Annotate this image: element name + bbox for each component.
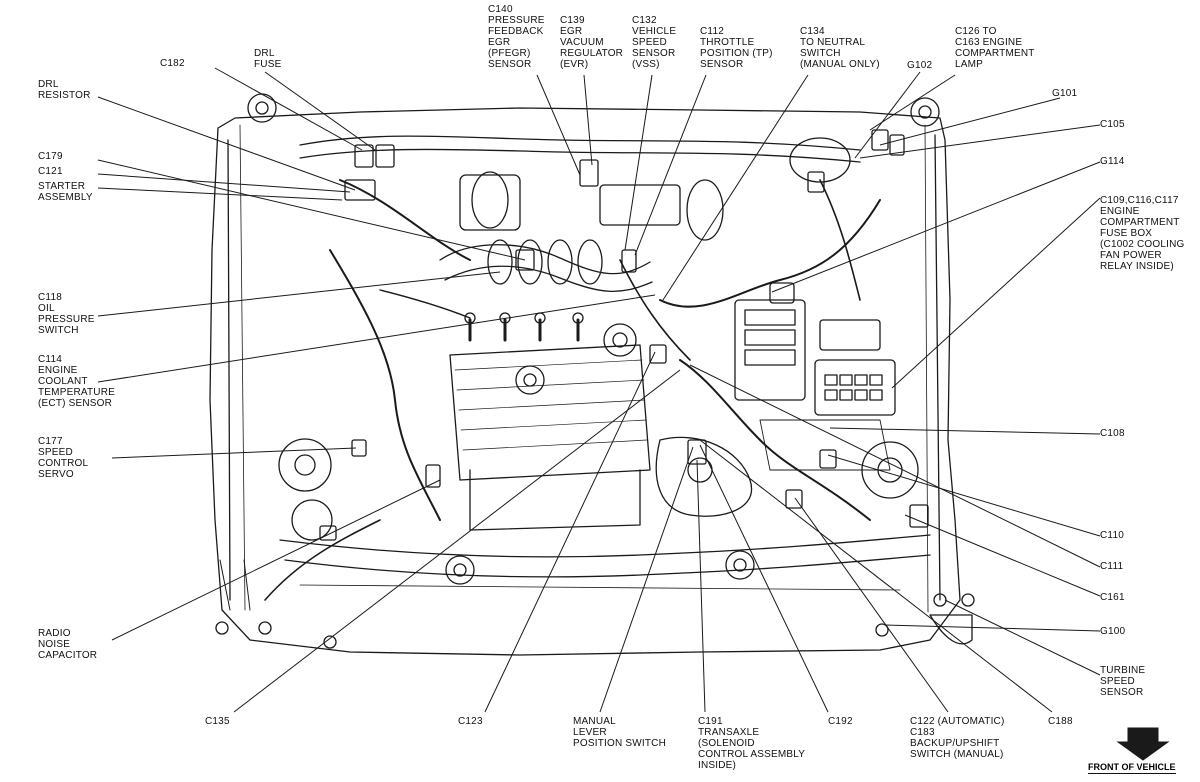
label-c112-tp-sensor: C112 THROTTLE POSITION (TP) SENSOR xyxy=(700,26,773,70)
label-turbine-speed-sensor: TURBINE SPEED SENSOR xyxy=(1100,665,1146,698)
label-c105: C105 xyxy=(1100,119,1125,130)
label-c118-oil-pressure: C118 OIL PRESSURE SWITCH xyxy=(38,292,95,336)
label-c108: C108 xyxy=(1100,428,1125,439)
label-c123: C123 xyxy=(458,716,483,727)
label-c134-neutral-switch: C134 TO NEUTRAL SWITCH (MANUAL ONLY) xyxy=(800,26,880,70)
label-c177-speed-control: C177 SPEED CONTROL SERVO xyxy=(38,436,89,480)
label-manual-lever-switch: MANUAL LEVER POSITION SWITCH xyxy=(573,716,666,749)
label-c122-backup-switch: C122 (AUTOMATIC) C183 BACKUP/UPSHIFT SWI… xyxy=(910,716,1005,760)
label-c179: C179 xyxy=(38,151,63,162)
label-g100: G100 xyxy=(1100,626,1126,637)
label-c191-transaxle: C191 TRANSAXLE (SOLENOID CONTROL ASSEMBL… xyxy=(698,716,806,771)
label-c121: C121 xyxy=(38,166,63,177)
label-c126-lamp: C126 TO C163 ENGINE COMPARTMENT LAMP xyxy=(955,26,1035,70)
label-c140-pfegr-sensor: C140 PRESSURE FEEDBACK EGR (PFEGR) SENSO… xyxy=(488,4,545,70)
label-c188: C188 xyxy=(1048,716,1073,727)
label-c192: C192 xyxy=(828,716,853,727)
label-drl-resistor: DRL RESISTOR xyxy=(38,79,91,101)
label-c139-evr: C139 EGR VACUUM REGULATOR (EVR) xyxy=(560,15,624,70)
label-drl-fuse: DRL FUSE xyxy=(254,48,282,70)
label-g102: G102 xyxy=(907,60,933,71)
front-arrow-icon xyxy=(1116,727,1170,761)
label-g114: G114 xyxy=(1100,156,1125,167)
label-c182: C182 xyxy=(160,58,185,69)
label-g101: G101 xyxy=(1052,88,1078,99)
label-c161: C161 xyxy=(1100,592,1125,603)
label-c135: C135 xyxy=(205,716,230,727)
front-of-vehicle-label: FRONT OF VEHICLE xyxy=(1088,762,1176,774)
label-starter-assembly: STARTER ASSEMBLY xyxy=(38,181,93,203)
label-c110: C110 xyxy=(1100,530,1124,541)
label-c132-vss: C132 VEHICLE SPEED SENSOR (VSS) xyxy=(632,15,677,70)
label-c111: C111 xyxy=(1100,561,1124,572)
label-c109-fuse-box: C109,C116,C117 ENGINE COMPARTMENT FUSE B… xyxy=(1100,195,1185,272)
label-radio-noise-capacitor: RADIO NOISE CAPACITOR xyxy=(38,628,98,661)
label-c114-ect-sensor: C114 ENGINE COOLANT TEMPERATURE (ECT) SE… xyxy=(38,354,116,409)
